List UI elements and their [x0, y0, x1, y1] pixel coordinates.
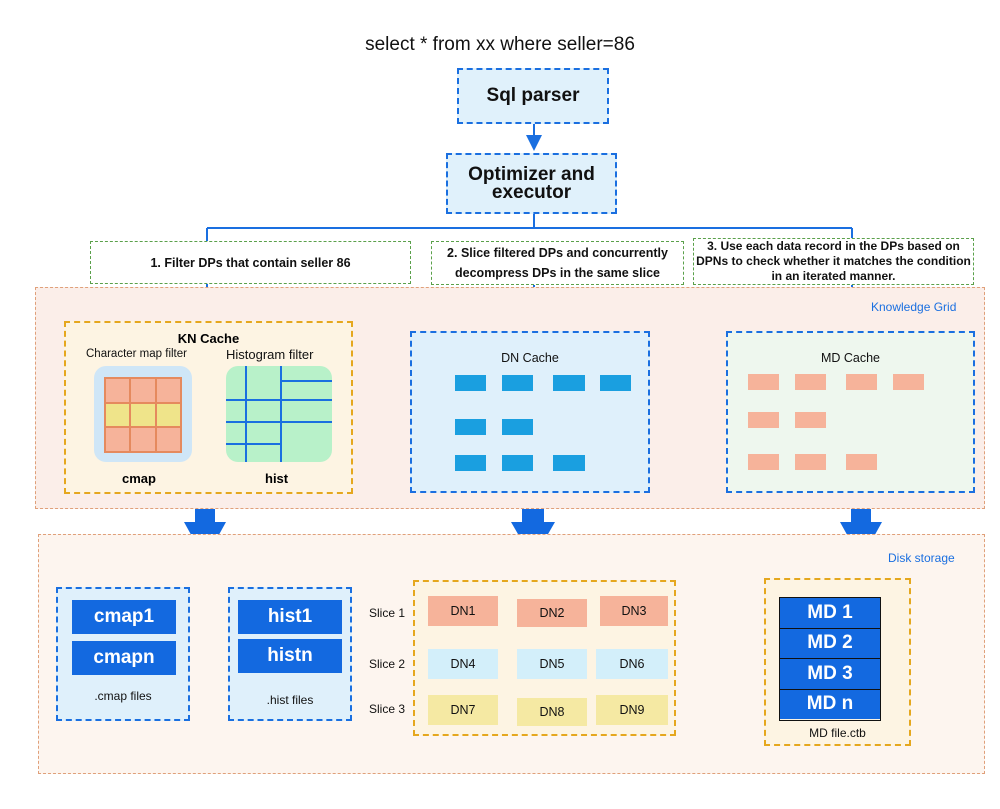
cmap-filter-label: Character map filter	[86, 348, 187, 360]
hist-file-n: histn	[238, 639, 342, 673]
slice-2-label: Slice 2	[369, 657, 406, 671]
md-node	[846, 454, 877, 470]
dn-cache-title: DN Cache	[501, 351, 559, 365]
md-file-n: MD n	[780, 689, 880, 719]
dn-cell: DN6	[596, 649, 668, 679]
md-node	[748, 374, 779, 390]
slice-3-label: Slice 3	[369, 702, 406, 716]
dn-cell: DN5	[517, 649, 587, 679]
cmap-file-1: cmap1	[72, 600, 176, 634]
step-2-box: 2. Slice filtered DPs and concurrently d…	[431, 241, 684, 285]
dn-cell: DN3	[600, 596, 668, 626]
md-cache-title: MD Cache	[820, 351, 881, 365]
hist-files-caption: .hist files	[266, 693, 314, 707]
md-file-stack: MD 1 MD 2 MD 3 MD n	[779, 597, 881, 721]
md-node	[748, 412, 779, 428]
optimizer-label: Optimizer and executor	[468, 163, 595, 203]
dn-node	[502, 375, 533, 391]
sql-parser-label: Sql parser	[486, 85, 580, 106]
md-node	[795, 412, 826, 428]
step-3-box: 3. Use each data record in the DPs based…	[693, 238, 974, 285]
dn-node	[600, 375, 631, 391]
knowledge-grid-label: Knowledge Grid	[871, 300, 957, 314]
step-1-box: 1. Filter DPs that contain seller 86	[90, 241, 411, 284]
dn-cell: DN4	[428, 649, 498, 679]
query-text: select * from xx where seller=86	[365, 34, 635, 55]
hist-files-box: hist1 histn .hist files	[228, 587, 352, 721]
dn-cell: DN8	[517, 698, 587, 726]
hist-filter-label: Histogram filter	[226, 347, 314, 362]
kn-cache-title: KN Cache	[177, 331, 240, 346]
cmap-files-box: cmap1 cmapn .cmap files	[56, 587, 190, 721]
hist-file-1: hist1	[238, 600, 342, 634]
dn-cell: DN7	[428, 695, 498, 725]
kn-cache-box: KN Cache Character map filter Histogram …	[64, 321, 353, 494]
dn-node	[502, 419, 533, 435]
cmap-cells	[104, 377, 182, 453]
slice-1-label: Slice 1	[369, 606, 406, 620]
dn-node	[455, 419, 486, 435]
dn-node	[553, 455, 585, 471]
md-file-caption: MD file.ctb	[809, 726, 866, 740]
dn-node	[455, 375, 486, 391]
dn-cell: DN1	[428, 596, 498, 626]
md-file-box: MD 1 MD 2 MD 3 MD n MD file.ctb	[764, 578, 911, 746]
sql-parser-box: Sql parser	[457, 68, 609, 124]
md-node	[795, 374, 826, 390]
step-3-label: 3. Use each data record in the DPs based…	[696, 239, 971, 283]
md-node	[748, 454, 779, 470]
md-file-1: MD 1	[780, 598, 880, 629]
cmap-label: cmap	[122, 471, 156, 486]
dn-node	[553, 375, 585, 391]
hist-grid	[226, 366, 332, 462]
disk-storage-label: Disk storage	[888, 551, 955, 565]
md-node	[893, 374, 924, 390]
dn-cell: DN9	[596, 695, 668, 725]
dn-cell: DN2	[517, 599, 587, 627]
md-file-2: MD 2	[780, 628, 880, 659]
md-node	[795, 454, 826, 470]
dn-node	[502, 455, 533, 471]
md-file-3: MD 3	[780, 659, 880, 690]
dn-node	[455, 455, 486, 471]
step-2-label: 2. Slice filtered DPs and concurrently d…	[447, 246, 668, 280]
step-1-label: 1. Filter DPs that contain seller 86	[150, 255, 351, 270]
cmap-grid	[94, 366, 192, 462]
cmap-files-caption: .cmap files	[94, 689, 152, 703]
cmap-file-n: cmapn	[72, 641, 176, 675]
optimizer-box: Optimizer and executor	[446, 153, 617, 214]
hist-label: hist	[265, 471, 289, 486]
md-node	[846, 374, 877, 390]
